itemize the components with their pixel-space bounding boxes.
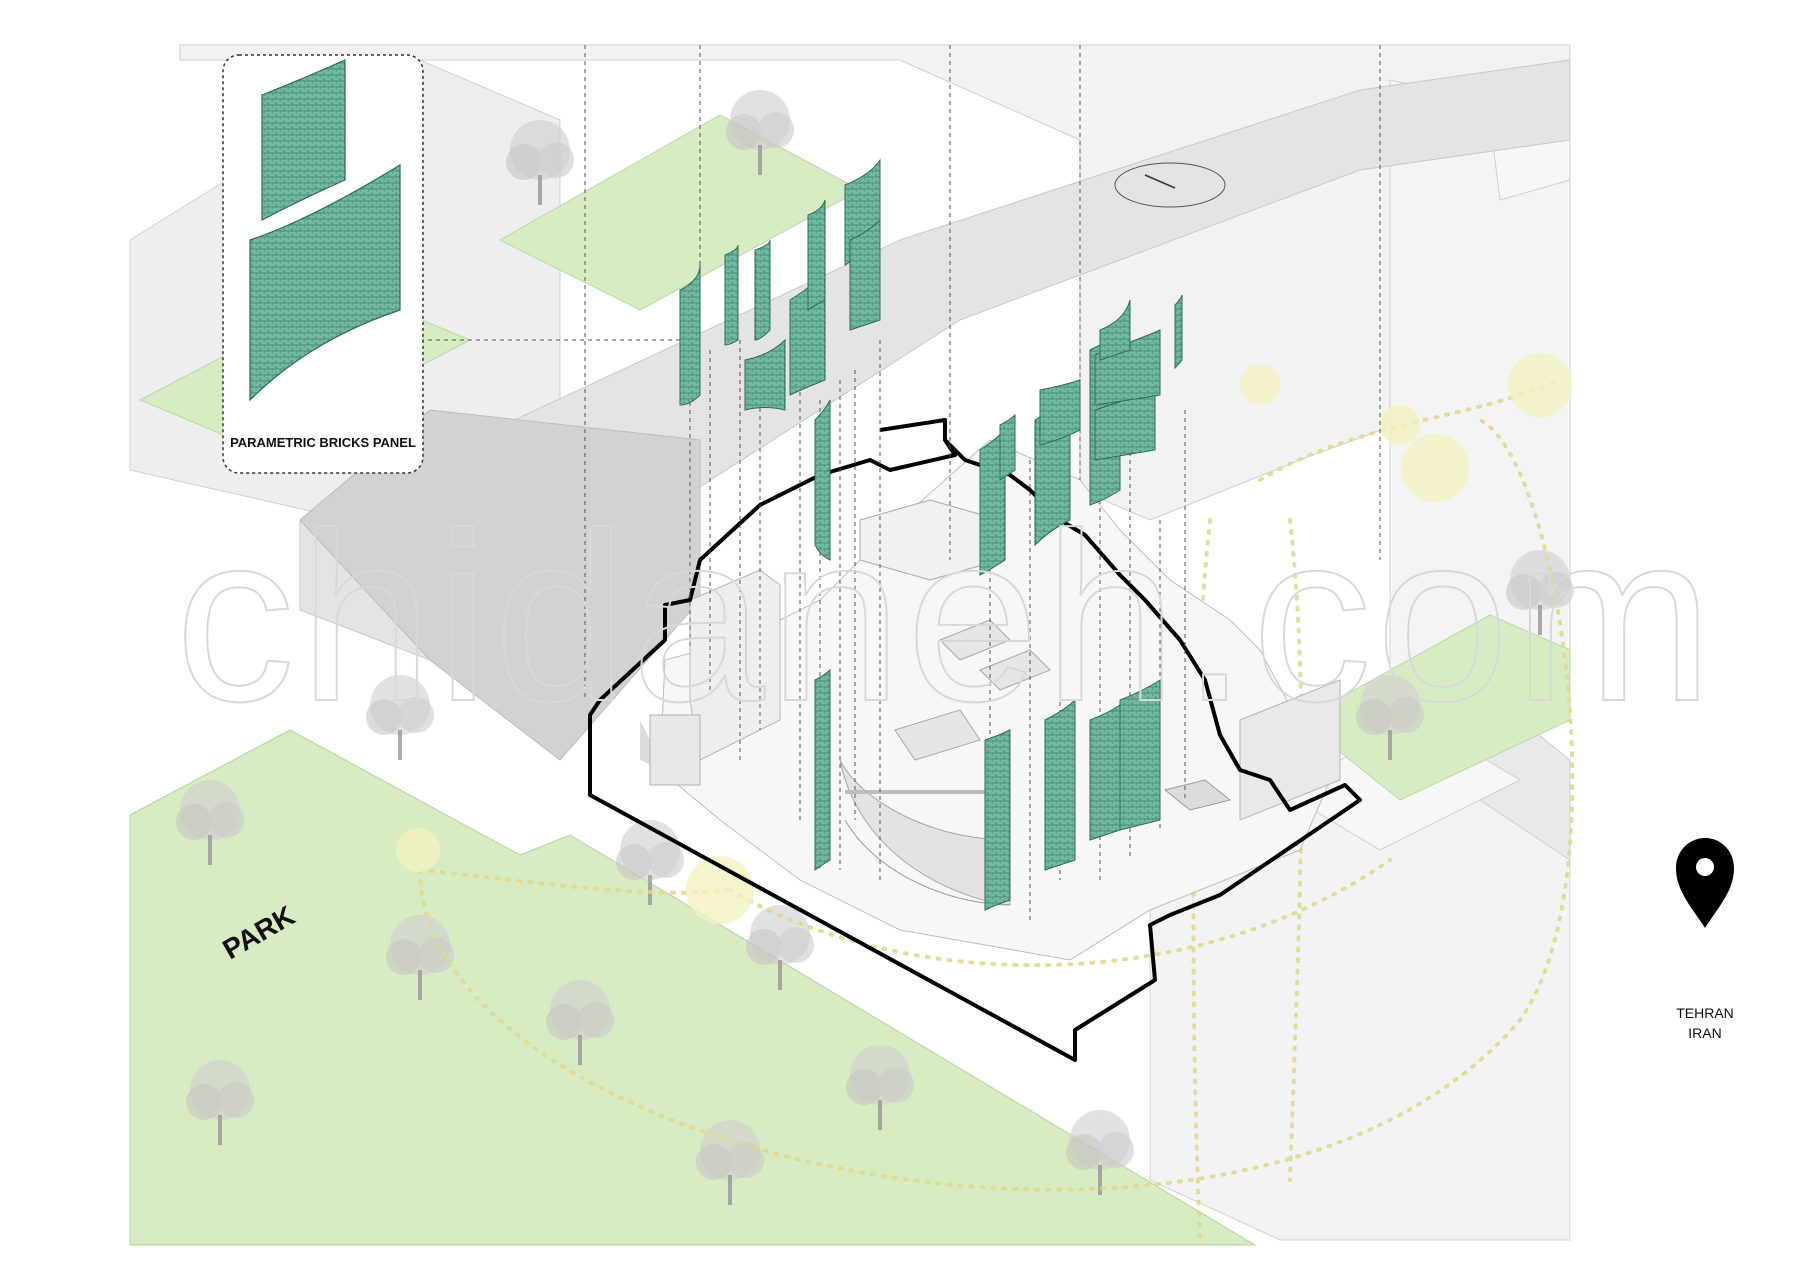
brick-panel-upper [261, 59, 346, 221]
brick-panel [1119, 679, 1161, 831]
brick-panel [807, 199, 826, 311]
brick-panel [724, 244, 739, 346]
brick-panel-lower [249, 163, 401, 402]
sun-icon [1508, 353, 1572, 417]
brick-panel [1039, 379, 1081, 446]
brick-panel [744, 338, 786, 411]
sun-icon [1401, 434, 1469, 502]
brick-panel [1099, 299, 1131, 361]
brick-panel [984, 729, 1011, 911]
brick-panel [754, 239, 771, 341]
brick-panel [679, 264, 701, 406]
location-marker: TEHRAN IRAN [1676, 838, 1734, 1041]
sun-icon [396, 828, 440, 872]
panel-caption: PARAMETRIC BRICKS PANEL [230, 435, 416, 450]
brick-panel [979, 428, 1006, 576]
brick-panel [814, 399, 831, 561]
brick-panel [814, 668, 831, 871]
watermark-text: chidaneh.com [175, 483, 1717, 751]
sun-icon [1380, 405, 1420, 445]
parametric-panels [679, 158, 1183, 911]
location-country: IRAN [1688, 1025, 1721, 1041]
brick-panel [999, 413, 1016, 481]
sun-icon [1240, 365, 1280, 405]
sun-icon [686, 856, 754, 924]
map-pin-icon [1676, 838, 1734, 928]
panel-detail-inset: PARAMETRIC BRICKS PANEL [222, 54, 424, 474]
location-city: TEHRAN [1676, 1005, 1734, 1021]
brick-panel [1174, 294, 1183, 370]
brick-panel [1044, 698, 1076, 871]
brick-panel [849, 218, 881, 331]
